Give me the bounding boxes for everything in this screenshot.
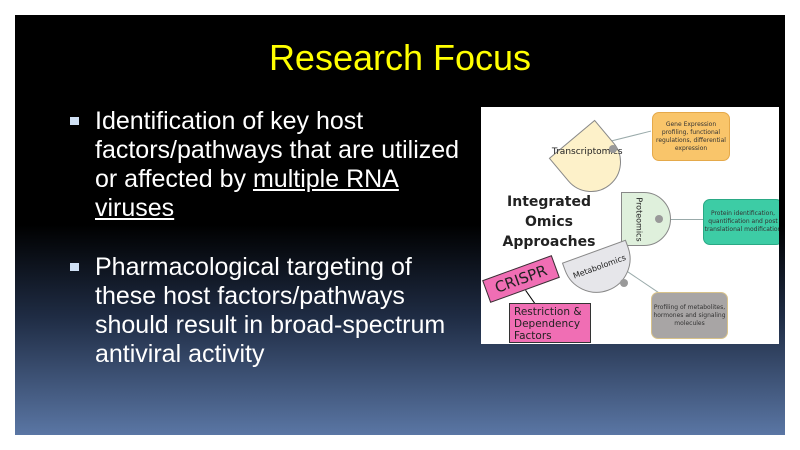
metabolomics-label: Metabolomics (571, 252, 627, 281)
slide-title: Research Focus (268, 37, 532, 78)
slide: Research Focus Identification of key hos… (15, 15, 785, 435)
proteomics-shape: Proteomics (621, 192, 671, 246)
node-dot (655, 215, 663, 223)
profiling-box: Profiling of metabolites, hormones and s… (651, 292, 728, 339)
omics-figure: Gene Expression profiling, functional re… (481, 107, 779, 344)
bullet-text: Pharmacological targeting of these host … (95, 253, 446, 368)
node-dot (620, 279, 628, 287)
proteomics-label: Proteomics (634, 196, 644, 242)
restriction-factors-box: Restriction & Dependency Factors (509, 303, 591, 343)
bullet-marker-icon (70, 117, 79, 125)
protein-box: Protein identification, quantification a… (703, 199, 779, 245)
integrated-omics-label: Integrated Omics Approaches (502, 194, 596, 250)
bullet-underlined-text: multiple RNA viruses (95, 165, 399, 222)
bullet-text: Identification of key host factors/pathw… (95, 107, 460, 193)
bullet-marker-icon (70, 263, 79, 271)
gene-expression-box: Gene Expression profiling, functional re… (652, 112, 730, 161)
node-dot (609, 145, 617, 153)
bullet-2: Pharmacological targeting of these host … (70, 253, 465, 369)
bullet-1: Identification of key host factors/pathw… (70, 107, 465, 223)
crispr-label: CRISPR (482, 255, 560, 303)
